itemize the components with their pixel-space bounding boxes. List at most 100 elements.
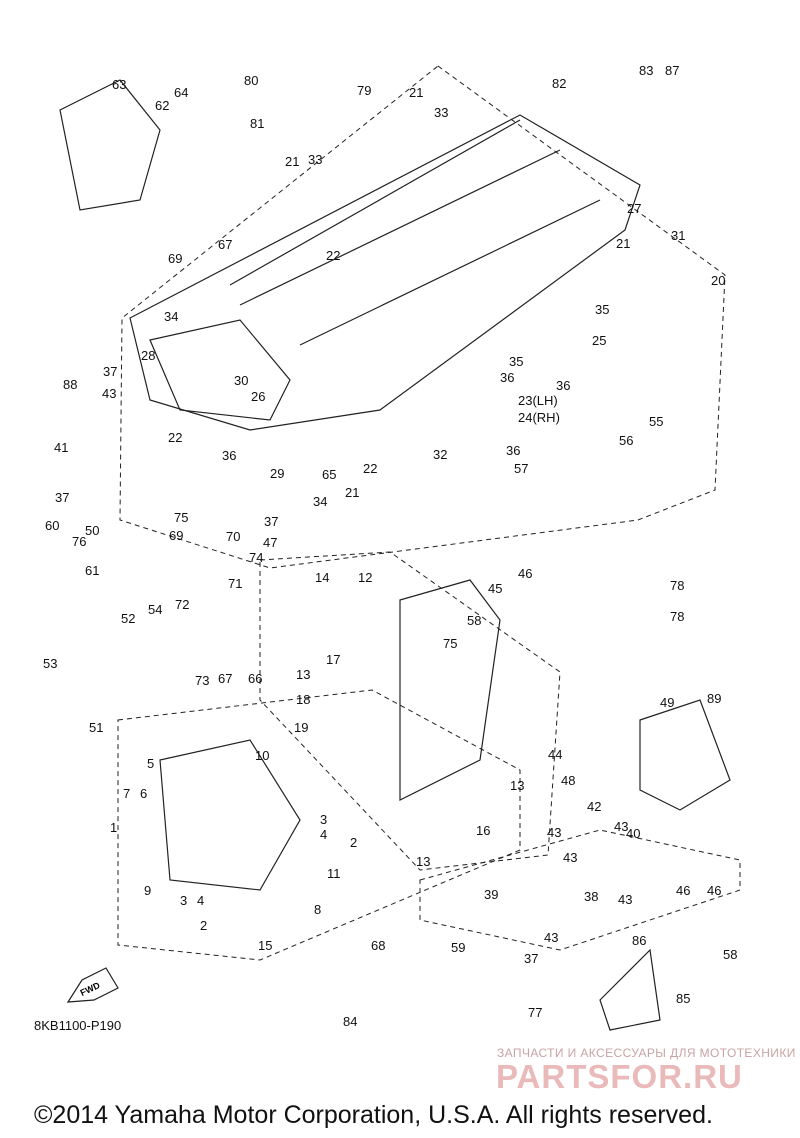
callout-label: 12 (358, 570, 372, 585)
callout-label: 71 (228, 576, 242, 591)
watermark-logo: PARTSFOR.RU (496, 1058, 743, 1095)
callout-label: 27 (627, 201, 641, 216)
callout-label: 81 (250, 116, 264, 131)
callout-label: 73 (195, 673, 209, 688)
callout-label: 41 (54, 440, 68, 455)
callout-label: 56 (619, 433, 633, 448)
callout-label: 37 (524, 951, 538, 966)
callout-label: 75 (174, 510, 188, 525)
callout-label: 46 (707, 883, 721, 898)
callout-label: 80 (244, 73, 258, 88)
callout-label: 49 (660, 695, 674, 710)
callout-label: 30 (234, 373, 248, 388)
callout-label: 37 (55, 490, 69, 505)
copyright-notice: ©2014 Yamaha Motor Corporation, U.S.A. A… (34, 1101, 713, 1129)
callout-label: 84 (343, 1014, 357, 1029)
callout-label: 22 (168, 430, 182, 445)
callout-label: 10 (255, 748, 269, 763)
callout-label: 9 (144, 883, 151, 898)
callout-label: 52 (121, 611, 135, 626)
callout-label: 70 (226, 529, 240, 544)
callout-label: 53 (43, 656, 57, 671)
callout-label: 46 (676, 883, 690, 898)
callout-label: 5 (147, 756, 154, 771)
callout-label: 87 (665, 63, 679, 78)
diagram-code: 8KB1100-P190 (34, 1018, 122, 1033)
callout-label: 58 (723, 947, 737, 962)
callout-label: 43 (547, 825, 561, 840)
callout-label: 37 (264, 514, 278, 529)
callout-label: 19 (294, 720, 308, 735)
callout-label: 8 (314, 902, 321, 917)
dashed-outlines (117, 65, 741, 961)
callout-label: 48 (561, 773, 575, 788)
callout-label: 21 (285, 154, 299, 169)
callout-label: 2 (350, 835, 357, 850)
callout-label: 59 (451, 940, 465, 955)
callout-label: 33 (434, 105, 448, 120)
callout-label: 15 (258, 938, 272, 953)
callout-label: 86 (632, 933, 646, 948)
callout-label: 34 (164, 309, 178, 324)
callout-label: 21 (409, 85, 423, 100)
frame-sketch (59, 79, 731, 1031)
fwd-arrow: FWD (66, 967, 119, 1003)
callout-label: 13 (296, 667, 310, 682)
callout-label: 33 (308, 152, 322, 167)
callout-label: 28 (141, 348, 155, 363)
callout-label: 77 (528, 1005, 542, 1020)
callout-label: 75 (443, 636, 457, 651)
callout-label: 38 (584, 889, 598, 904)
callout-label: 54 (148, 602, 162, 617)
callout-label: 2 (200, 918, 207, 933)
callout-label: 63 (112, 77, 126, 92)
callout-label: 64 (174, 85, 188, 100)
callout-label: 58 (467, 613, 481, 628)
callout-label: 1 (110, 820, 117, 835)
callout-label: 39 (484, 887, 498, 902)
callout-label: 34 (313, 494, 327, 509)
callout-label: 74 (249, 550, 263, 565)
callout-label: 29 (270, 466, 284, 481)
callout-label: 65 (322, 467, 336, 482)
callout-label: 18 (296, 692, 310, 707)
callout-label: 3 (180, 893, 187, 908)
callout-label: 21 (616, 236, 630, 251)
callout-label: 43 (544, 930, 558, 945)
callout-label: 72 (175, 597, 189, 612)
callout-label: 51 (89, 720, 103, 735)
callout-label: 68 (371, 938, 385, 953)
callout-label: 78 (670, 578, 684, 593)
callout-label: 79 (357, 83, 371, 98)
callout-label: 50 (85, 523, 99, 538)
callout-label: 89 (707, 691, 721, 706)
callout-label: 32 (433, 447, 447, 462)
callout-label: 17 (326, 652, 340, 667)
callout-label: 25 (592, 333, 606, 348)
callout-label: 76 (72, 534, 86, 549)
callout-label: 4 (320, 827, 327, 842)
callout-label: 36 (506, 443, 520, 458)
callout-label: 22 (326, 248, 340, 263)
callout-label: 44 (548, 747, 562, 762)
callout-label: 26 (251, 389, 265, 404)
callout-label: 11 (327, 866, 341, 881)
callout-label: 36 (500, 370, 514, 385)
callout-label: 42 (587, 799, 601, 814)
callout-label: 35 (509, 354, 523, 369)
callout-label: 7 (123, 786, 130, 801)
callout-label: 67 (218, 671, 232, 686)
callout-label: 67 (218, 237, 232, 252)
callout-label: 35 (595, 302, 609, 317)
callout-label: 57 (514, 461, 528, 476)
callout-label: 46 (518, 566, 532, 581)
callout-label: 45 (488, 581, 502, 596)
callout-label: 31 (671, 228, 685, 243)
callout-label: 23(LH) (518, 393, 558, 408)
callout-label: 14 (315, 570, 329, 585)
callout-label: 66 (248, 671, 262, 686)
callout-label: 3 (320, 812, 327, 827)
callout-label: 43 (614, 819, 628, 834)
callout-label: 13 (416, 854, 430, 869)
callout-label: 88 (63, 377, 77, 392)
